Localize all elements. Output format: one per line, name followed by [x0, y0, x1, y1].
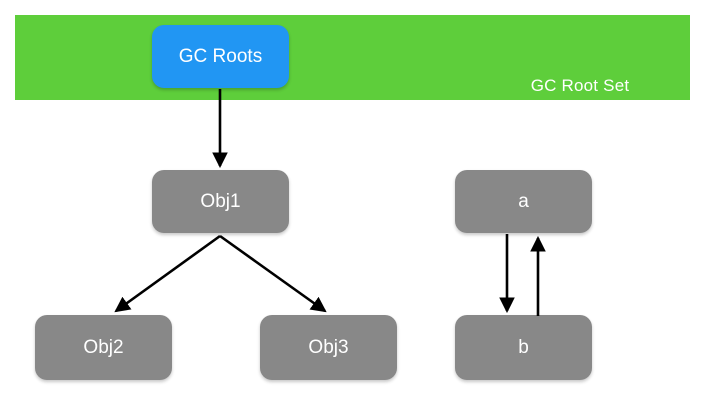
node-obj3-label: Obj3: [308, 336, 349, 358]
node-gc-roots-label: GC Roots: [178, 45, 263, 67]
node-b-label: b: [518, 336, 529, 358]
node-obj2[interactable]: Obj2: [35, 315, 172, 380]
node-b[interactable]: b: [455, 315, 592, 380]
node-obj2-label: Obj2: [83, 336, 124, 358]
edge-obj1-to-obj2: [114, 234, 221, 313]
gc-root-set-region: GC Root Set: [15, 15, 690, 100]
edge-obj1-to-obj3: [219, 234, 327, 313]
node-obj1-label: Obj1: [200, 190, 241, 212]
node-gc-roots[interactable]: GC Roots: [152, 25, 289, 88]
node-obj1[interactable]: Obj1: [152, 170, 289, 233]
node-a[interactable]: a: [455, 170, 592, 233]
node-a-label: a: [518, 190, 529, 212]
node-obj3[interactable]: Obj3: [260, 315, 397, 380]
gc-root-set-label: GC Root Set: [530, 76, 630, 95]
